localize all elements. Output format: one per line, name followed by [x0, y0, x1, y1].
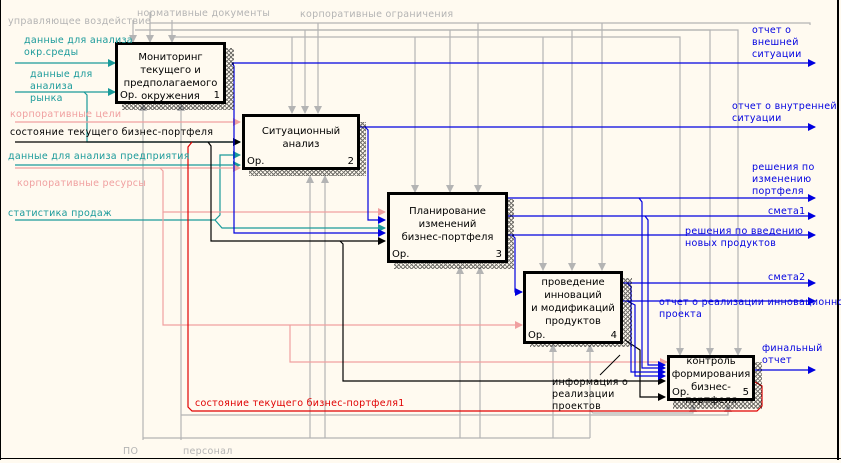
- input-label-rynka: данные для анализа рынка: [30, 69, 93, 104]
- activity-number: 4: [610, 330, 617, 341]
- control-bus-4: [150, 29, 714, 356]
- activity-title: контроль формирования бизнес-портфеля: [671, 356, 751, 406]
- input-label-korp-celi: корпоративные цели: [10, 109, 122, 120]
- output-label-vnutrennei: отчет о внутренней ситуации: [732, 101, 837, 124]
- diagram-bottom-border: [0, 458, 841, 463]
- output-label-smeta1: смета1: [768, 206, 806, 217]
- input-label-okr-sredy: данные для анализа окр.среды: [24, 35, 133, 58]
- activity-op: Ор.: [392, 249, 410, 260]
- activity-title: Мониторинг текущего и предполагаемого ок…: [123, 52, 218, 102]
- control-arrows: [129, 12, 811, 440]
- activity-title: Ситуационный анализ: [261, 126, 341, 150]
- input-label-sostoyanie: состояние текущего бизнес-портфеля: [10, 127, 214, 138]
- activity-op: Ор.: [672, 387, 690, 398]
- feedback-label-informaciya: информация о реализации проектов: [552, 377, 629, 412]
- mechanism-label-personal: персонал: [183, 446, 233, 457]
- feedback-label-sostoyanie1: состояние текущего бизнес-портфеля1: [195, 398, 405, 409]
- activity-title: проведение инноваций и модификаций проду…: [531, 277, 615, 327]
- output-label-resheniya-portf: решения по изменению портфеля: [752, 162, 815, 197]
- activity-number: 3: [495, 249, 502, 260]
- input-arrows-black: [15, 138, 666, 401]
- input-label-korp-resursy: корпоративные ресурсы: [17, 178, 147, 189]
- output-label-otchet-innov: отчет о реализации инновационного проект…: [659, 297, 841, 320]
- output-label-resheniya-vved: решения по введению новых продуктов: [685, 226, 804, 249]
- mechanism-label-po: ПО: [123, 446, 139, 457]
- input-label-predpriyatiya: данные для анализа предприятия: [8, 151, 190, 162]
- activity-number: 5: [742, 387, 749, 398]
- input-arrows-pink: [15, 118, 668, 366]
- activity-box-2[interactable]: Ситуационный анализ Ор. 2: [242, 114, 360, 170]
- control-label-normativ: нормативные документы: [137, 8, 271, 19]
- activity-number: 2: [347, 156, 354, 167]
- activity-box-4[interactable]: проведение инноваций и модификаций проду…: [523, 271, 623, 344]
- output-label-smeta2: смета2: [768, 272, 806, 283]
- output-label-vneshnei: отчет о внешней ситуации: [752, 25, 802, 60]
- control-label-upravl: управляющее воздействие: [8, 16, 152, 27]
- activity-op: Ор.: [528, 330, 546, 341]
- activity-box-1[interactable]: Мониторинг текущего и предполагаемого ок…: [115, 42, 226, 104]
- activity-number: 1: [213, 90, 220, 101]
- activity-title: Планирование изменений бизнес-портфеля: [401, 206, 494, 243]
- activity-box-3[interactable]: Планирование изменений бизнес-портфеля О…: [387, 192, 508, 263]
- control-bus-3: [172, 36, 684, 356]
- output-label-finalnyi: финальный отчет: [762, 343, 823, 366]
- feedback-arrow-red: [187, 141, 763, 412]
- input-arrows-teal: [15, 59, 386, 232]
- activity-op: Ор.: [120, 90, 138, 101]
- control-bus-2: [150, 22, 811, 25]
- input-label-statistika: статистика продаж: [8, 208, 112, 219]
- control-label-korp-ogr: корпоративные ограничения: [300, 9, 454, 20]
- activity-op: Ор.: [247, 156, 265, 167]
- activity-box-5[interactable]: контроль формирования бизнес-портфеля Ор…: [667, 355, 755, 406]
